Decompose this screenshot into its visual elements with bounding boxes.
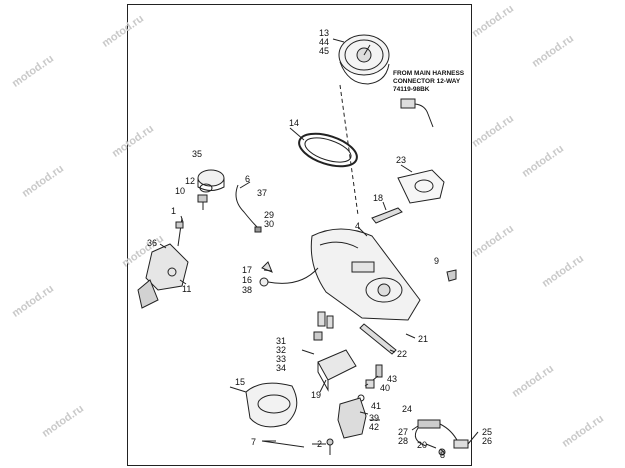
callout-13: 13 <box>319 28 329 38</box>
lens-ring <box>298 132 358 168</box>
indicator-light <box>197 169 225 191</box>
callout-15: 15 <box>235 377 245 387</box>
lamp-wire <box>235 184 259 229</box>
callout-42: 42 <box>369 422 379 432</box>
bulb <box>197 194 208 210</box>
callout-7: 7 <box>251 437 256 447</box>
callout-40: 40 <box>380 383 390 393</box>
callout-45: 45 <box>319 46 329 56</box>
callout-9: 9 <box>434 256 439 266</box>
callout-10: 10 <box>175 186 185 196</box>
callout-14: 14 <box>289 118 299 128</box>
callout-36: 36 <box>147 238 157 248</box>
callout-21: 21 <box>418 334 428 344</box>
harness-note-line3: 74119-98BK <box>393 86 430 93</box>
trim-strip <box>359 323 397 355</box>
callout-34: 34 <box>276 363 286 373</box>
callout-1: 1 <box>171 206 176 216</box>
harness-note-line2: CONNECTOR 12-WAY <box>393 78 461 85</box>
mount-bracket <box>371 207 403 224</box>
callout-18: 18 <box>373 193 383 203</box>
callout-26: 26 <box>482 436 492 446</box>
callout-43: 43 <box>387 374 397 384</box>
clip <box>446 269 457 282</box>
relay-block <box>337 397 367 439</box>
pin <box>261 440 305 448</box>
diagram-frame <box>127 4 472 466</box>
callout-20: 20 <box>417 440 427 450</box>
callout-39: 39 <box>369 413 379 423</box>
callout-29: 29 <box>264 210 274 220</box>
callout-27: 27 <box>398 427 408 437</box>
mount-screw <box>326 438 334 455</box>
wire-terminal <box>254 226 262 233</box>
callout-11: 11 <box>182 284 191 294</box>
callout-31: 31 <box>276 336 286 346</box>
callout-30: 30 <box>264 219 274 229</box>
callout-32: 32 <box>276 345 286 355</box>
callout-6: 6 <box>245 174 250 184</box>
handlebar-bracket <box>137 243 189 309</box>
screw <box>175 217 184 247</box>
speedometer-gauge <box>338 34 390 85</box>
callout-12: 12 <box>185 176 195 186</box>
lower-cup <box>245 382 298 428</box>
callout-28: 28 <box>398 436 408 446</box>
switch-module <box>317 349 357 392</box>
grommet <box>199 183 213 193</box>
callout-41: 41 <box>371 401 381 411</box>
callout-24: 24 <box>402 404 412 414</box>
callout-35: 35 <box>192 149 202 159</box>
callout-38: 38 <box>242 285 252 295</box>
leader-line <box>339 84 359 216</box>
callout-33: 33 <box>276 354 286 364</box>
callout-23: 23 <box>396 155 406 165</box>
callout-labels: 13 44 45 FROM MAIN HARNESS CONNECTOR 12-… <box>147 28 492 460</box>
callout-2: 2 <box>317 439 322 449</box>
wiring-harness <box>414 419 469 456</box>
callout-19: 19 <box>311 390 321 400</box>
bulb-socket <box>259 261 319 287</box>
callout-44: 44 <box>319 37 329 47</box>
harness-connector <box>400 98 434 128</box>
callout-37: 37 <box>257 188 267 198</box>
dash-housing <box>310 228 421 321</box>
cover-plate <box>397 169 445 204</box>
callout-8: 8 <box>440 450 445 460</box>
bulb-pair <box>313 311 334 341</box>
callout-4: 4 <box>355 221 360 231</box>
connector-set <box>357 364 383 402</box>
callout-17: 17 <box>242 265 252 275</box>
callout-16: 16 <box>242 275 252 285</box>
callout-22: 22 <box>397 349 407 359</box>
callout-25: 25 <box>482 427 492 437</box>
harness-note-line1: FROM MAIN HARNESS <box>393 70 465 77</box>
